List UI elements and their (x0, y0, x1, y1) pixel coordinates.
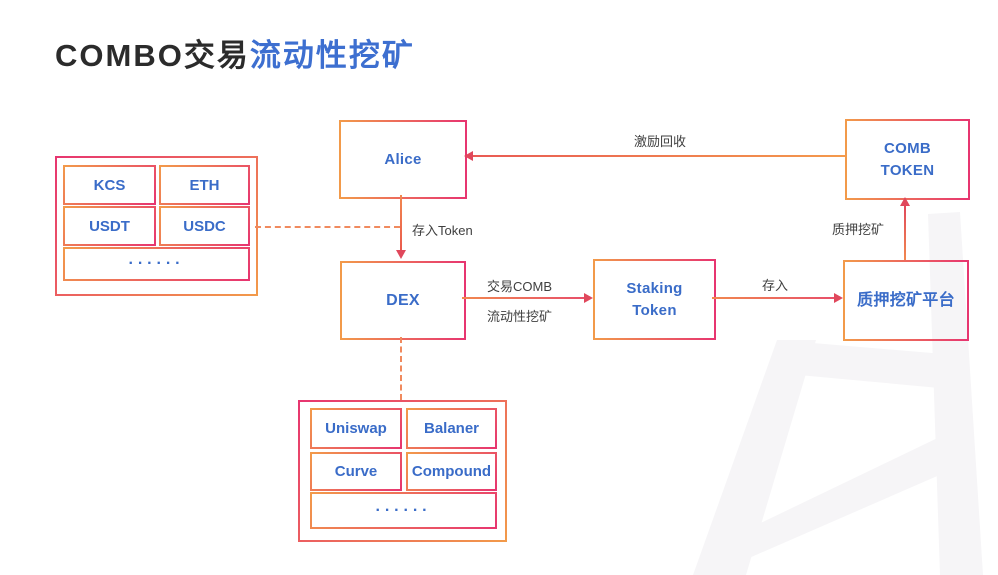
arrowhead-right-icon (834, 293, 843, 303)
dex-item-label: Curve (334, 463, 378, 480)
token-item-label: USDC (183, 217, 226, 235)
page-title: COMBO交易流动性挖矿 (55, 30, 415, 75)
node-staking-token-line1: Staking (626, 279, 683, 297)
dex-item-uniswap: Uniswap (310, 408, 402, 449)
edge-trade-line (462, 297, 584, 299)
edge-deposit-token-label: 存入Token (412, 223, 473, 238)
dex-item-more: ······ (310, 492, 497, 529)
node-staking-platform-label: 质押挖矿平台 (857, 291, 955, 309)
dex-item-label: Balaner (423, 420, 480, 437)
dashed-connector-token-group (255, 226, 400, 228)
edge-incentive-label: 激励回收 (633, 134, 686, 149)
node-dex: DEX (340, 261, 466, 340)
edge-trade-label: 交易COMB (487, 279, 553, 294)
dex-item-compound: Compound (406, 452, 497, 491)
node-comb-token-line1: COMB (883, 139, 932, 157)
edge-liquidity-label: 流动性挖矿 (487, 309, 553, 324)
edge-deposit-token-line (400, 195, 402, 250)
token-item-usdt: USDT (63, 206, 156, 246)
edge-incentive-line (473, 155, 845, 157)
title-highlight: 流动性挖矿 (249, 38, 415, 73)
edge-stake-mining-label: 质押挖矿 (832, 222, 885, 237)
node-comb-token-line2: TOKEN (880, 161, 935, 179)
token-item-kcs: KCS (63, 165, 156, 205)
token-item-more: ······ (63, 247, 250, 281)
token-item-eth: ETH (159, 165, 250, 205)
token-item-label: ETH (189, 176, 220, 194)
dex-item-curve: Curve (310, 452, 402, 491)
node-dex-label: DEX (386, 291, 420, 309)
edge-deposit-line (712, 297, 834, 299)
token-item-label: KCS (93, 176, 126, 194)
token-item-usdc: USDC (159, 206, 250, 246)
node-staking-token-line2: Token (632, 301, 677, 319)
node-staking-token: Staking Token (593, 259, 716, 340)
arrowhead-down-icon (396, 250, 406, 259)
arrowhead-up-icon (900, 197, 910, 206)
edge-deposit-label: 存入 (762, 278, 789, 293)
dex-item-label: Uniswap (325, 420, 387, 437)
node-comb-token: COMB TOKEN (845, 119, 970, 200)
arrowhead-right-icon (584, 293, 593, 303)
node-alice-label: Alice (384, 150, 422, 168)
dex-item-balaner: Balaner (406, 408, 497, 449)
arrowhead-left-icon (464, 151, 473, 161)
dashed-connector-dex-group (400, 337, 402, 400)
token-item-label: USDT (89, 217, 130, 235)
dex-item-label: Compound (411, 463, 492, 480)
ellipsis-label: ······ (375, 501, 432, 519)
node-staking-platform: 质押挖矿平台 (843, 260, 969, 341)
edge-stake-mining-line (904, 205, 906, 260)
ellipsis-label: ······ (128, 255, 185, 272)
title-prefix: COMBO交易 (55, 38, 250, 73)
node-alice: Alice (339, 120, 467, 199)
